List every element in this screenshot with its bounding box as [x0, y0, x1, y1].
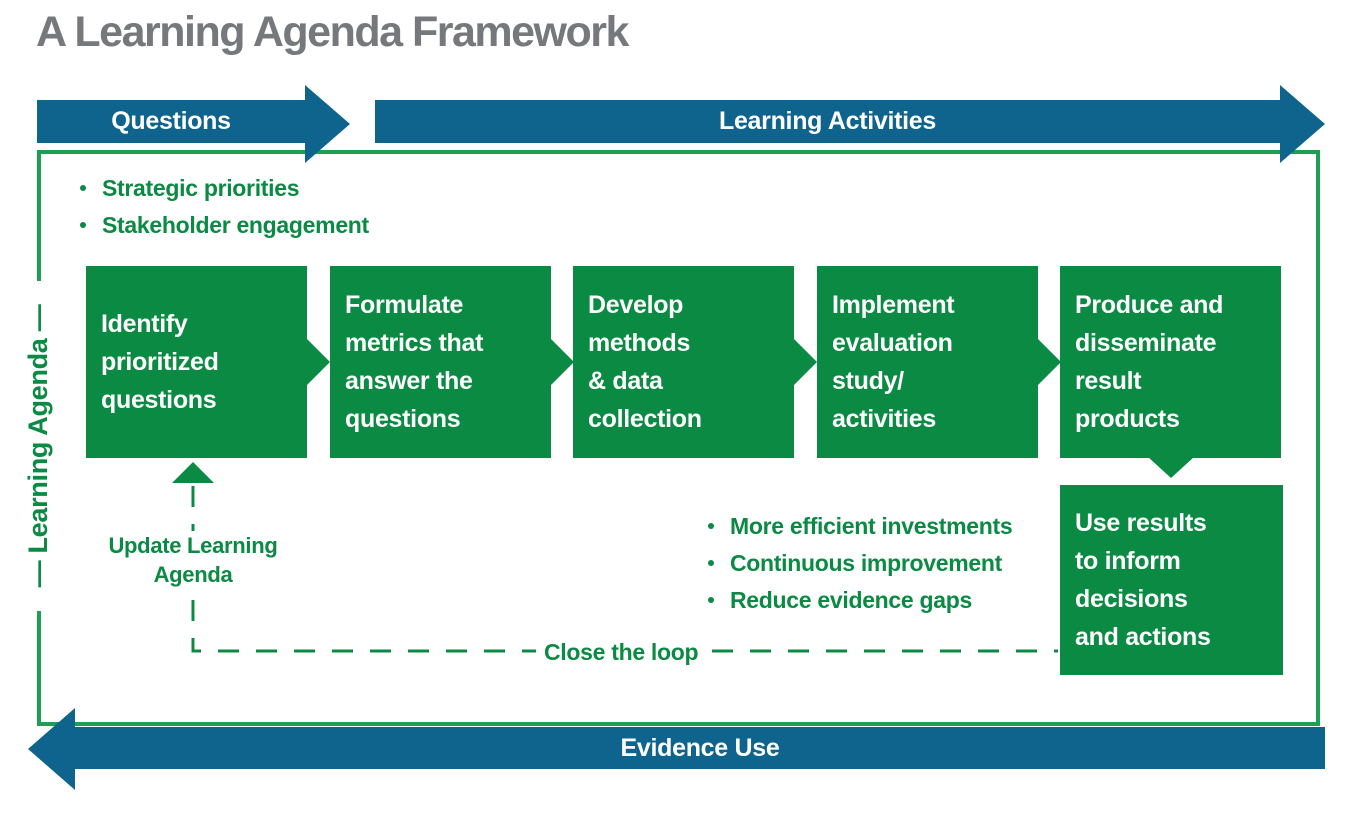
bullet-label: Reduce evidence gaps [730, 587, 972, 613]
step-box-identify: Identify prioritized questions [86, 266, 307, 458]
learning-agenda-side-label: — Learning Agenda — [19, 281, 57, 611]
close-the-loop-label: Close the loop [536, 639, 707, 666]
bullet-label: Stakeholder engagement [102, 212, 369, 238]
bullet-icon [80, 185, 86, 191]
list-item: Strategic priorities [80, 176, 369, 201]
bullet-label: Strategic priorities [102, 175, 300, 201]
inputs-bullet-list: Strategic priorities Stakeholder engagem… [80, 176, 369, 238]
bullet-icon [708, 560, 714, 566]
evidence-use-arrow-label: Evidence Use [620, 733, 780, 762]
diagram-title: A Learning Agenda Framework [36, 8, 629, 56]
list-item: Stakeholder engagement [80, 213, 369, 238]
outcome-bullet-list: More efficient investments Continuous im… [708, 513, 1013, 613]
learning-activities-arrow-label: Learning Activities [718, 107, 937, 135]
list-item: Reduce evidence gaps [708, 588, 1012, 613]
bullet-icon [708, 597, 714, 603]
questions-arrow-label: Questions [111, 107, 231, 135]
step-box-produce: Produce and disseminate result products [1060, 266, 1281, 458]
step-box-formulate: Formulate metrics that answer the questi… [330, 266, 551, 458]
bullet-label: Continuous improvement [730, 550, 1002, 576]
list-item: More efficient investments [708, 513, 1013, 539]
step-box-develop: Develop methods & data collection [573, 266, 794, 458]
bullet-label: More efficient investments [730, 513, 1013, 539]
list-item: Continuous improvement [708, 551, 1012, 576]
step-box-implement: Implement evaluation study/ activities [817, 266, 1038, 458]
bullet-icon [708, 523, 714, 529]
use-results-box: Use results to inform decisions and acti… [1060, 485, 1283, 675]
bullet-icon [80, 222, 86, 228]
update-learning-agenda-label: Update Learning Agenda [99, 531, 287, 589]
